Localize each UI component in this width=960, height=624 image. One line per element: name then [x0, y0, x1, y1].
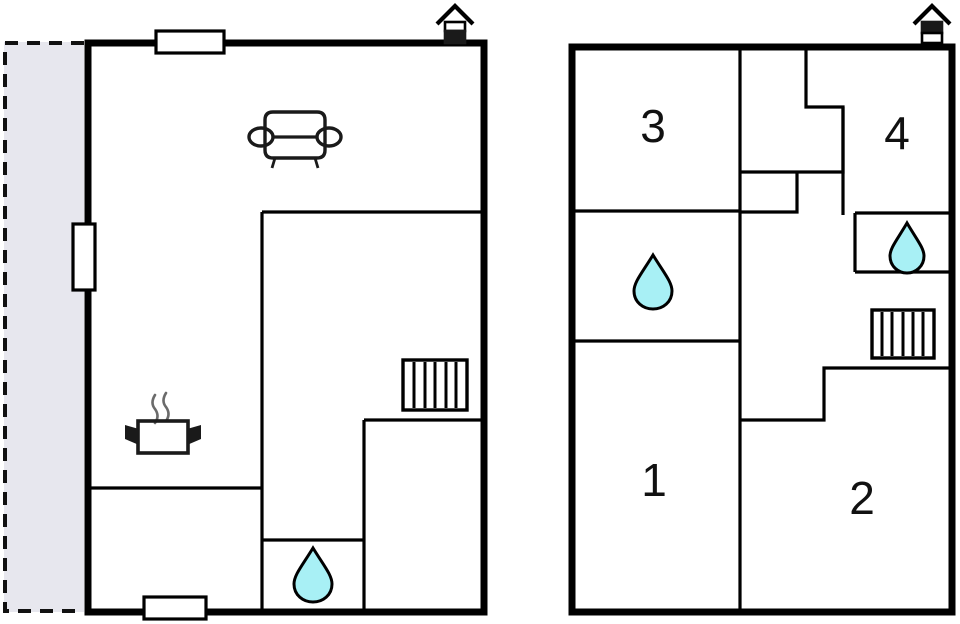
window-bottom — [142, 595, 208, 621]
left-plan-windows — [71, 29, 226, 621]
right-plan-interior-walls — [574, 47, 952, 612]
room-number-4: 4 — [884, 107, 910, 159]
water-drop-icon — [292, 545, 334, 604]
left-plan-interior-walls — [88, 210, 484, 612]
house-roof-icon — [912, 3, 952, 45]
left-plan-floor — [88, 44, 484, 612]
stove-pot-icon — [125, 391, 201, 455]
left-plan-group — [3, 3, 488, 621]
right-plan-group: 3 4 1 2 — [568, 3, 956, 616]
staircase-icon — [870, 308, 936, 360]
water-drop-icon — [888, 220, 926, 275]
terrace-area — [3, 41, 84, 613]
right-plan-exterior-wall — [568, 43, 956, 616]
house-roof-icon — [435, 3, 475, 45]
room-number-2: 2 — [849, 472, 875, 524]
window-top — [154, 29, 226, 55]
left-plan-exterior-wall — [84, 39, 488, 616]
staircase-icon — [401, 358, 469, 412]
room-number-3: 3 — [640, 100, 666, 152]
water-drop-icon — [632, 252, 674, 311]
room-number-1: 1 — [641, 454, 667, 506]
sofa-icon — [247, 110, 343, 169]
window-left — [71, 222, 97, 292]
